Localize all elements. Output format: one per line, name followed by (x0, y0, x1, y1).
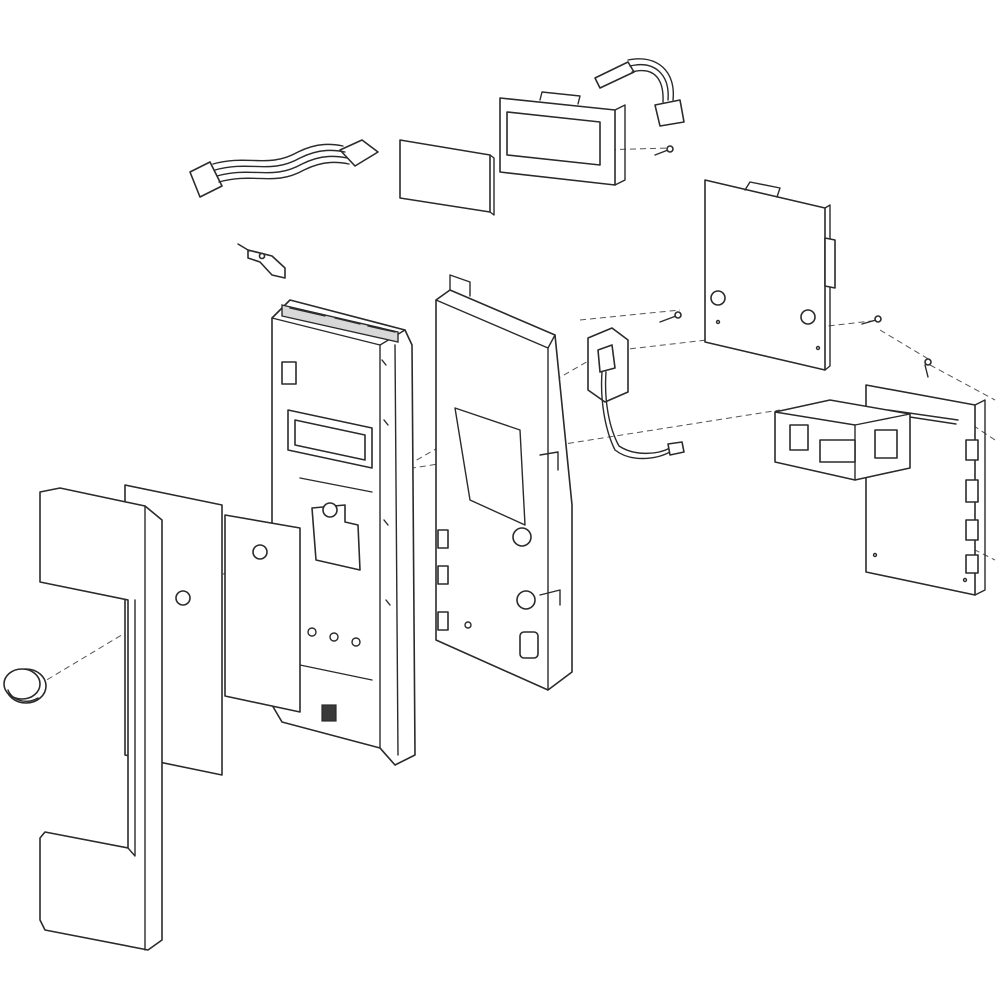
screws-right (659, 311, 932, 378)
control-panel-housing (271, 299, 416, 766)
rear-mounting-frame (435, 274, 573, 691)
control-knob (3, 668, 47, 704)
front-door-panel (39, 487, 163, 951)
wire-harness-left (189, 139, 379, 198)
latch-bracket (237, 243, 286, 279)
display-cover-plate (399, 139, 495, 216)
control-board-upper (704, 179, 836, 371)
display-module (499, 91, 626, 186)
screw-display (654, 145, 674, 156)
connector-bracket (774, 399, 911, 481)
door-switch-connector (587, 327, 685, 460)
ribbon-cable-top (594, 58, 685, 127)
keypad-membrane (224, 514, 301, 713)
